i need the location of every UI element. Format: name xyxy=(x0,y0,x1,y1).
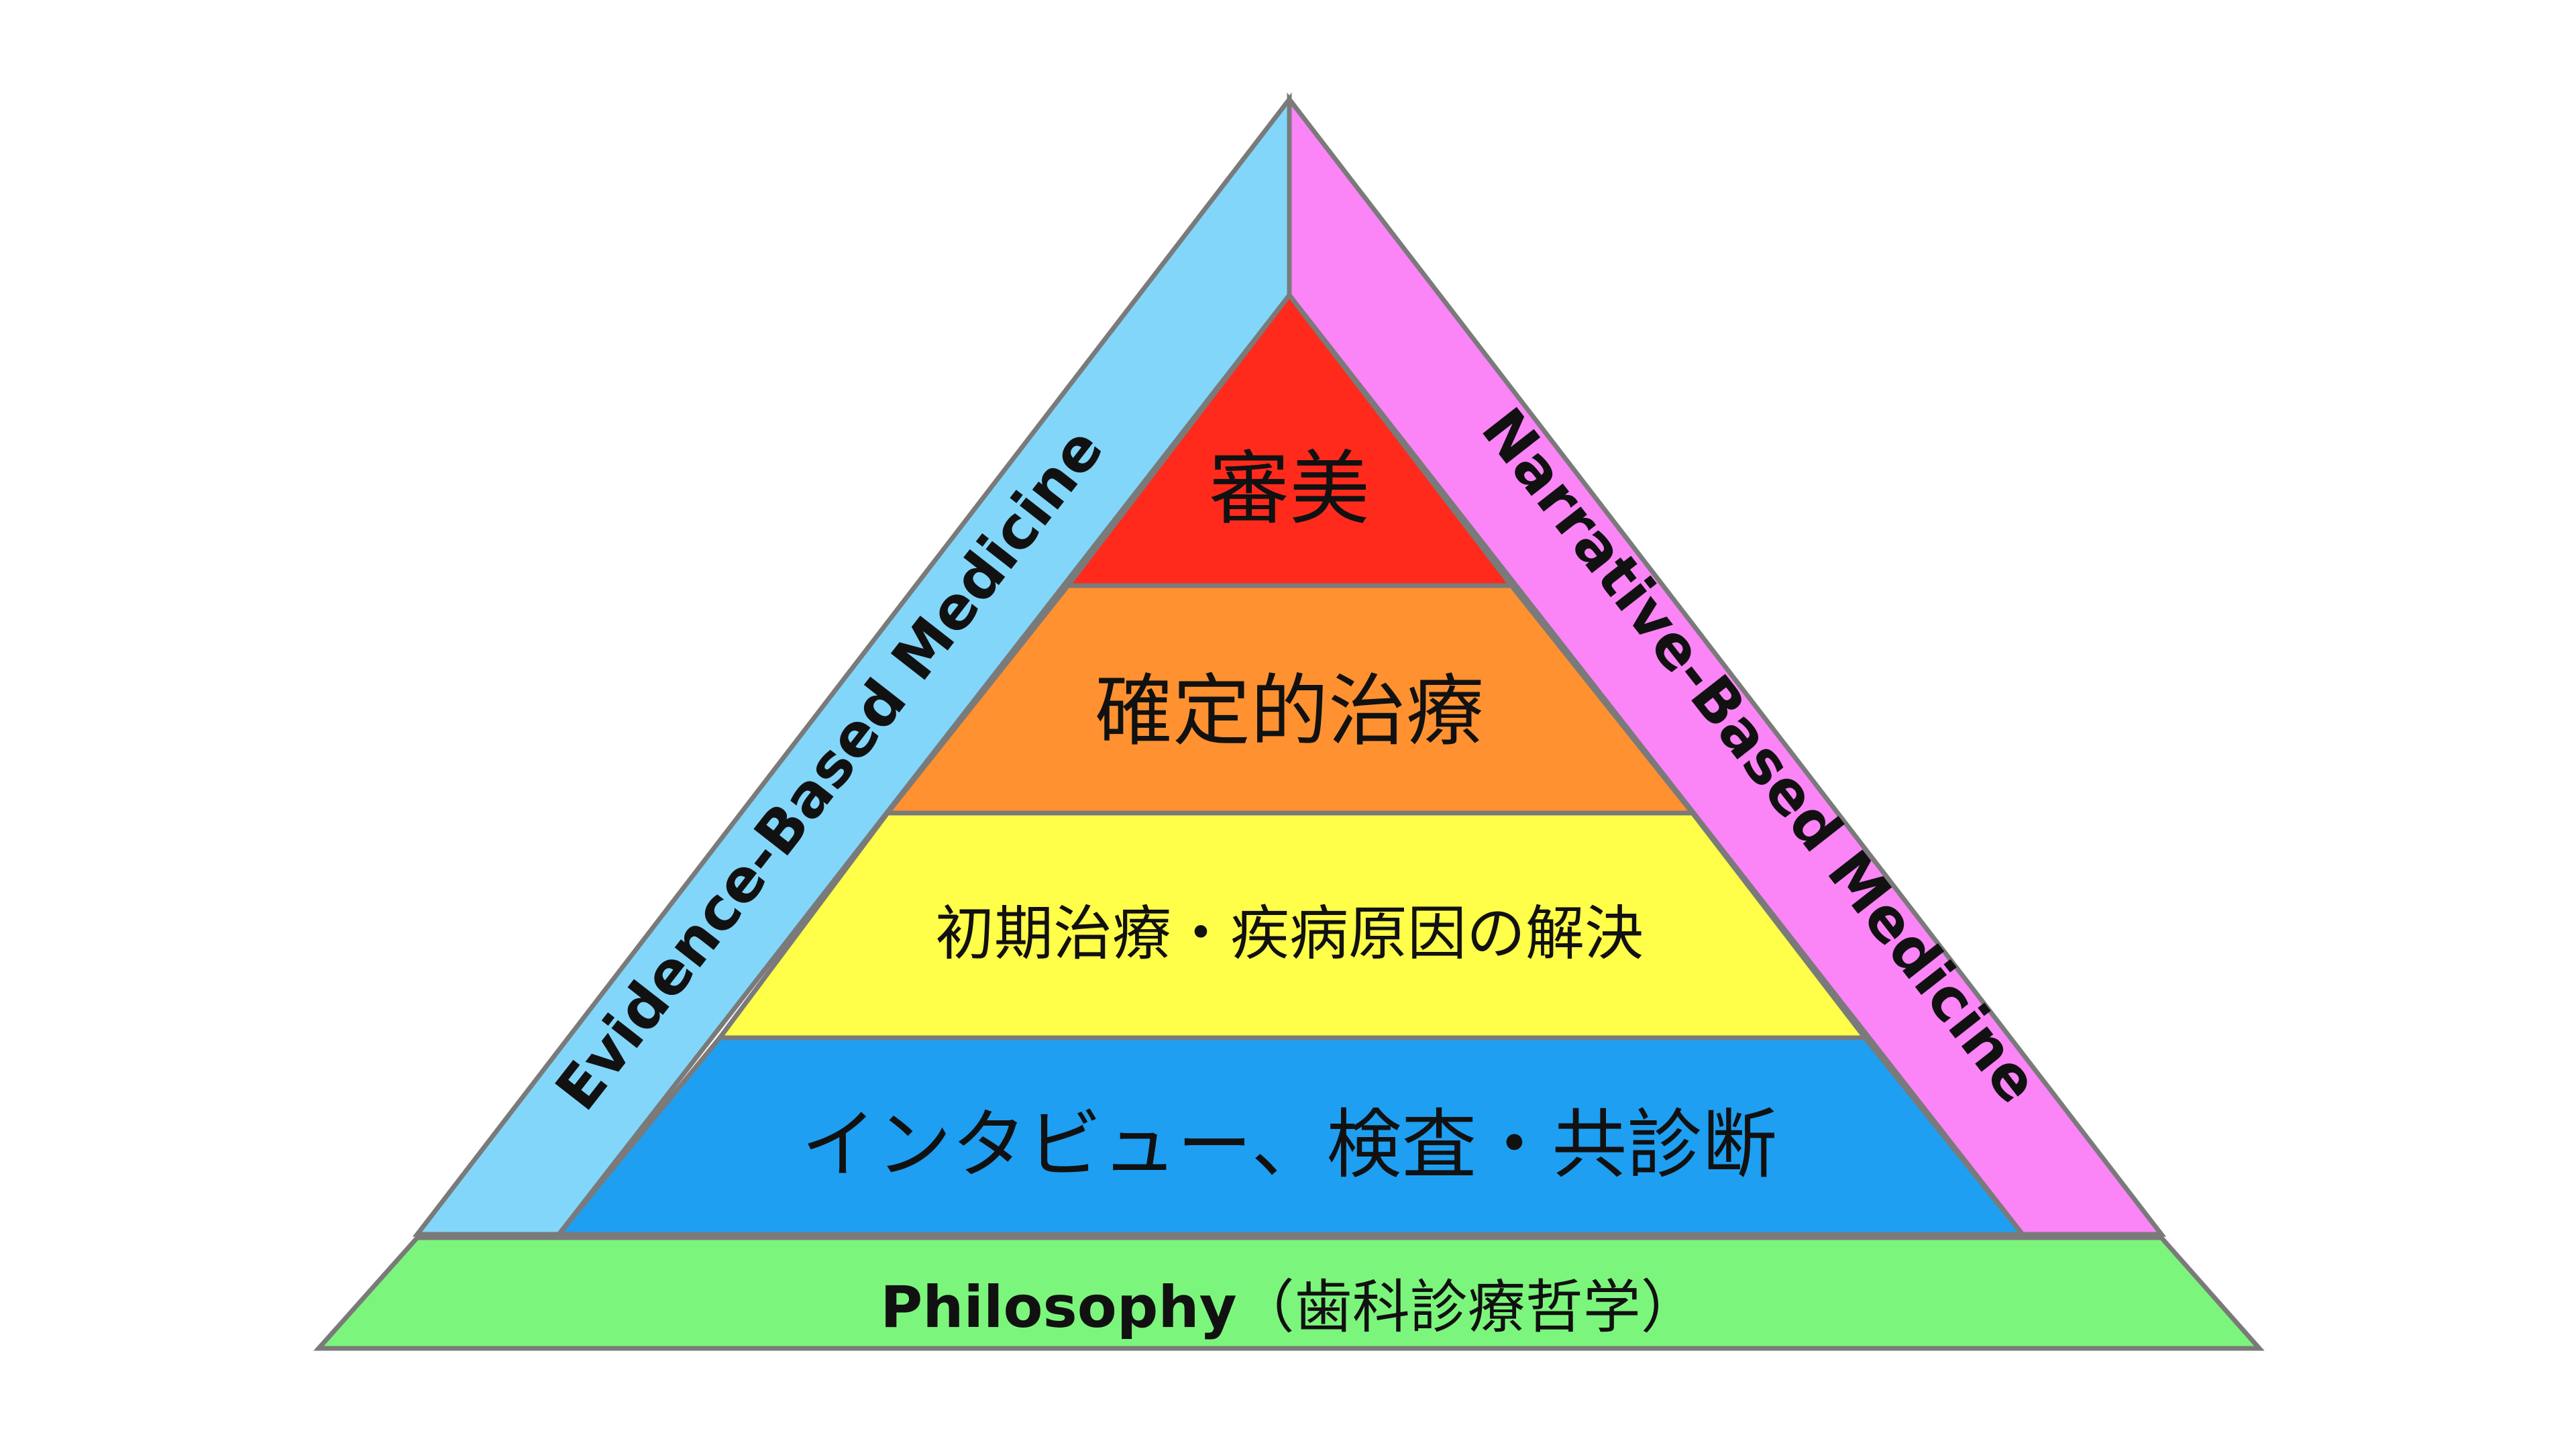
level-2-label: 確定的治療 xyxy=(1095,666,1484,757)
foundation-label: Philosophy（歯科診療哲学） xyxy=(880,1274,1698,1341)
level-3-label: 初期治療・疾病原因の解決 xyxy=(935,899,1644,968)
foundation-band xyxy=(313,1235,2265,1351)
level-interview-diagnosis xyxy=(553,1035,2028,1237)
level-1-label: 審美 xyxy=(1209,443,1370,536)
foundation-suffix: （歯科診療哲学） xyxy=(1237,1274,1699,1341)
level-4-label: インタビュー、検査・共診断 xyxy=(802,1102,1778,1189)
foundation-prefix: Philosophy xyxy=(880,1274,1236,1341)
